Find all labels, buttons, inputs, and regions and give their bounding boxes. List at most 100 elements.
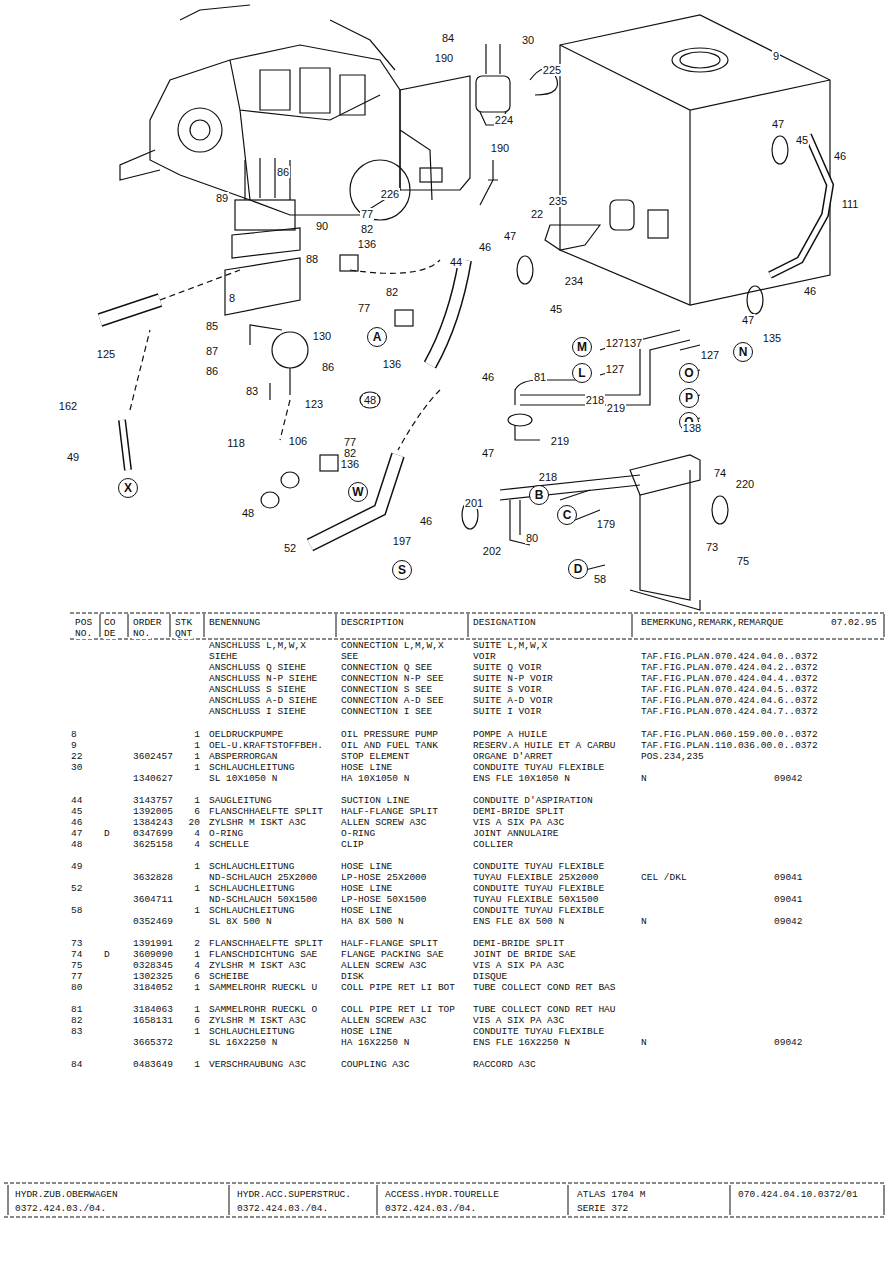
- table-rules: [4, 613, 884, 1217]
- table-cell: 77: [70, 971, 83, 982]
- table-cell: VERSCHRAUBUNG A3C: [208, 1059, 307, 1070]
- callout-number: 86: [205, 365, 219, 377]
- table-cell: 83: [70, 1026, 83, 1037]
- callout-number: 234: [564, 275, 584, 287]
- callout-number: 226: [380, 188, 400, 200]
- table-header: DE: [103, 628, 116, 639]
- callout-number: 73: [705, 541, 719, 553]
- table-cell: SCHEIBE: [208, 971, 250, 982]
- hose-sketch: [100, 135, 830, 545]
- callout-number: 127: [700, 349, 720, 361]
- table-cell: VIS A SIX PA A3C: [472, 960, 565, 971]
- callout-number: 83: [245, 385, 259, 397]
- table-cell: DISK: [340, 971, 365, 982]
- table-cell: 09042: [773, 1037, 804, 1048]
- connection-circle: L: [572, 363, 592, 383]
- table-cell: SUCTION LINE: [340, 795, 410, 806]
- footer-text: 0372.424.03./04.: [14, 1203, 107, 1214]
- callout-number: 46: [833, 150, 847, 162]
- callout-number: 86: [321, 361, 335, 373]
- table-cell: 1340627: [132, 773, 174, 784]
- callout-number: 218: [538, 471, 558, 483]
- footer-text: ACCESS.HYDR.TOURELLE: [384, 1189, 500, 1200]
- table-cell: 6: [193, 806, 201, 817]
- table-cell: TAF.FIG.PLAN.060.159.00.0..0372: [640, 729, 819, 740]
- connection-letter: O: [684, 367, 693, 379]
- connection-letter: B: [535, 489, 544, 501]
- connection-circle: S: [392, 560, 412, 580]
- callout-number: 47: [503, 230, 517, 242]
- table-cell: FLANSCHDICHTUNG SAE: [208, 949, 318, 960]
- table-cell: 09042: [773, 916, 804, 927]
- table-cell: 22: [70, 751, 83, 762]
- table-cell: 3625158: [132, 839, 174, 850]
- table-cell: HA 16X2250 N: [340, 1037, 410, 1048]
- table-cell: SAMMELROHR RUECKL U: [208, 982, 318, 993]
- connection-letter: W: [352, 486, 363, 498]
- table-cell: 0352469: [132, 916, 174, 927]
- table-cell: POMPE A HUILE: [472, 729, 548, 740]
- table-cell: ANSCHLUSS S SIEHE: [208, 684, 307, 695]
- table-cell: DEMI-BRIDE SPLIT: [472, 938, 565, 949]
- connection-circle: D: [568, 559, 588, 579]
- table-header: QNT: [174, 628, 193, 639]
- table-cell: TAF.FIG.PLAN.070.424.04.0..0372: [640, 651, 819, 662]
- table-cell: CONNECTION S SEE: [340, 684, 433, 695]
- table-cell: ENS FLE 10X1050 N: [472, 773, 571, 784]
- callout-number: 82: [385, 286, 399, 298]
- callout-number: 8: [228, 292, 236, 304]
- table-cell: O-RING: [208, 828, 244, 839]
- table-header: CO: [103, 617, 116, 628]
- table-cell: CONDUITE TUYAU FLEXIBLE: [472, 883, 605, 894]
- table-cell: ANSCHLUSS A-D SIEHE: [208, 695, 318, 706]
- callout-number: 52: [283, 542, 297, 554]
- table-cell: 44: [70, 795, 83, 806]
- table-cell: 3604711: [132, 894, 174, 905]
- callout-number: 82: [360, 223, 374, 235]
- callout-number: 123: [304, 398, 324, 410]
- table-cell: 1391991: [132, 938, 174, 949]
- table-cell: CEL /DKL: [640, 872, 688, 883]
- table-cell: COLL PIPE RET LI TOP: [340, 1004, 456, 1015]
- pump-sketch: [225, 158, 308, 400]
- footer-text: HYDR.ACC.SUPERSTRUC.: [236, 1189, 352, 1200]
- callout-number: 46: [478, 241, 492, 253]
- table-cell: 73: [70, 938, 83, 949]
- table-cell: TUYAU FLEXIBLE 25X2000: [472, 872, 599, 883]
- table-cell: N: [640, 1037, 648, 1048]
- table-cell: ANSCHLUSS L,M,W,X: [208, 640, 307, 651]
- table-cell: OIL AND FUEL TANK: [340, 740, 439, 751]
- callout-number: 179: [596, 518, 616, 530]
- callout-number: 87: [205, 345, 219, 357]
- table-cell: 1302325: [132, 971, 174, 982]
- table-cell: SAUGLEITUNG: [208, 795, 273, 806]
- table-cell: LP-HOSE 50X1500: [340, 894, 428, 905]
- callout-number: 80: [525, 532, 539, 544]
- table-cell: TUBE COLLECT COND RET HAU: [472, 1004, 617, 1015]
- connection-letter: P: [685, 392, 693, 404]
- callout-number: 84: [441, 32, 455, 44]
- table-cell: 09041: [773, 894, 804, 905]
- callout-number: 47: [481, 447, 495, 459]
- table-cell: 1: [193, 1026, 201, 1037]
- engine-sketch: [120, 5, 432, 220]
- callout-number: 46: [419, 515, 433, 527]
- table-cell: 30: [70, 762, 83, 773]
- table-cell: 1: [193, 751, 201, 762]
- table-cell: SL 10X1050 N: [208, 773, 278, 784]
- table-cell: HOSE LINE: [340, 905, 393, 916]
- table-cell: 20: [188, 817, 201, 828]
- table-cell: ENS FLE 16X2250 N: [472, 1037, 571, 1048]
- callout-number: 220: [735, 478, 755, 490]
- table-cell: CLIP: [340, 839, 365, 850]
- table-cell: RESERV.A HUILE ET A CARBU: [472, 740, 617, 751]
- callout-number: 74: [713, 467, 727, 479]
- table-cell: TAF.FIG.PLAN.070.424.04.5..0372: [640, 684, 819, 695]
- table-header: BEMERKUNG,REMARK,REMARQUE: [640, 617, 785, 628]
- connection-circle: B: [529, 485, 549, 505]
- connection-circle: W: [348, 482, 368, 502]
- table-cell: COLLIER: [472, 839, 514, 850]
- table-cell: SUITE L,M,W,X: [472, 640, 548, 651]
- table-cell: SCHLAUCHLEITUNG: [208, 905, 296, 916]
- table-cell: 45: [70, 806, 83, 817]
